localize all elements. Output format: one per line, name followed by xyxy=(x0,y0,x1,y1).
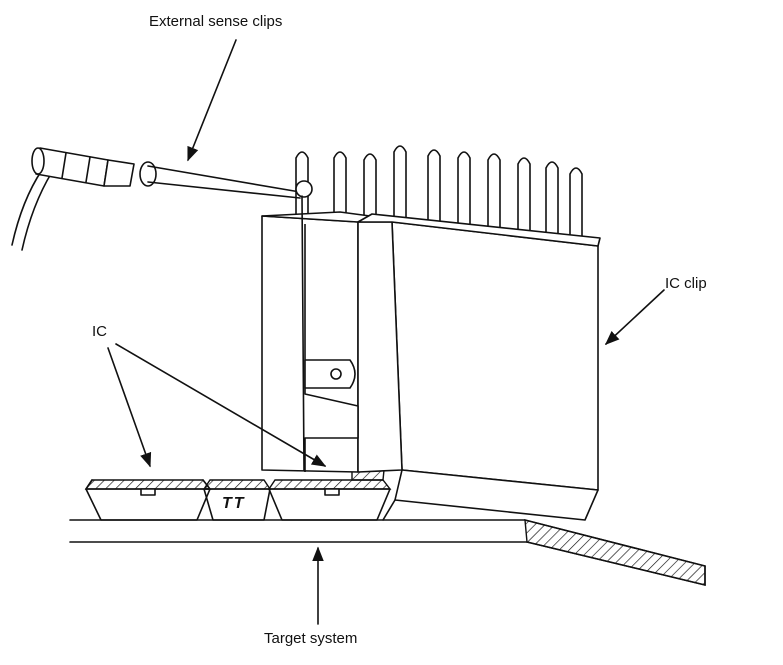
arrow-sense-clips xyxy=(187,39,237,162)
arrow-ic-right xyxy=(115,343,327,467)
leader-arrows xyxy=(107,39,665,625)
chip-marking: TT xyxy=(222,495,246,512)
sense-probe-icon xyxy=(11,147,313,471)
label-ic-clip: IC clip xyxy=(665,275,707,292)
label-target-system: Target system xyxy=(264,630,358,647)
label-ic: IC xyxy=(92,323,107,340)
arrow-ic-clip xyxy=(604,289,665,345)
label-external-sense-clips: External sense clips xyxy=(149,13,283,30)
ic-clip-body-icon xyxy=(261,211,601,521)
target-system-board xyxy=(69,519,706,586)
ic-left xyxy=(84,479,212,521)
arrow-ic-left xyxy=(107,347,152,468)
ic-right xyxy=(267,469,392,521)
